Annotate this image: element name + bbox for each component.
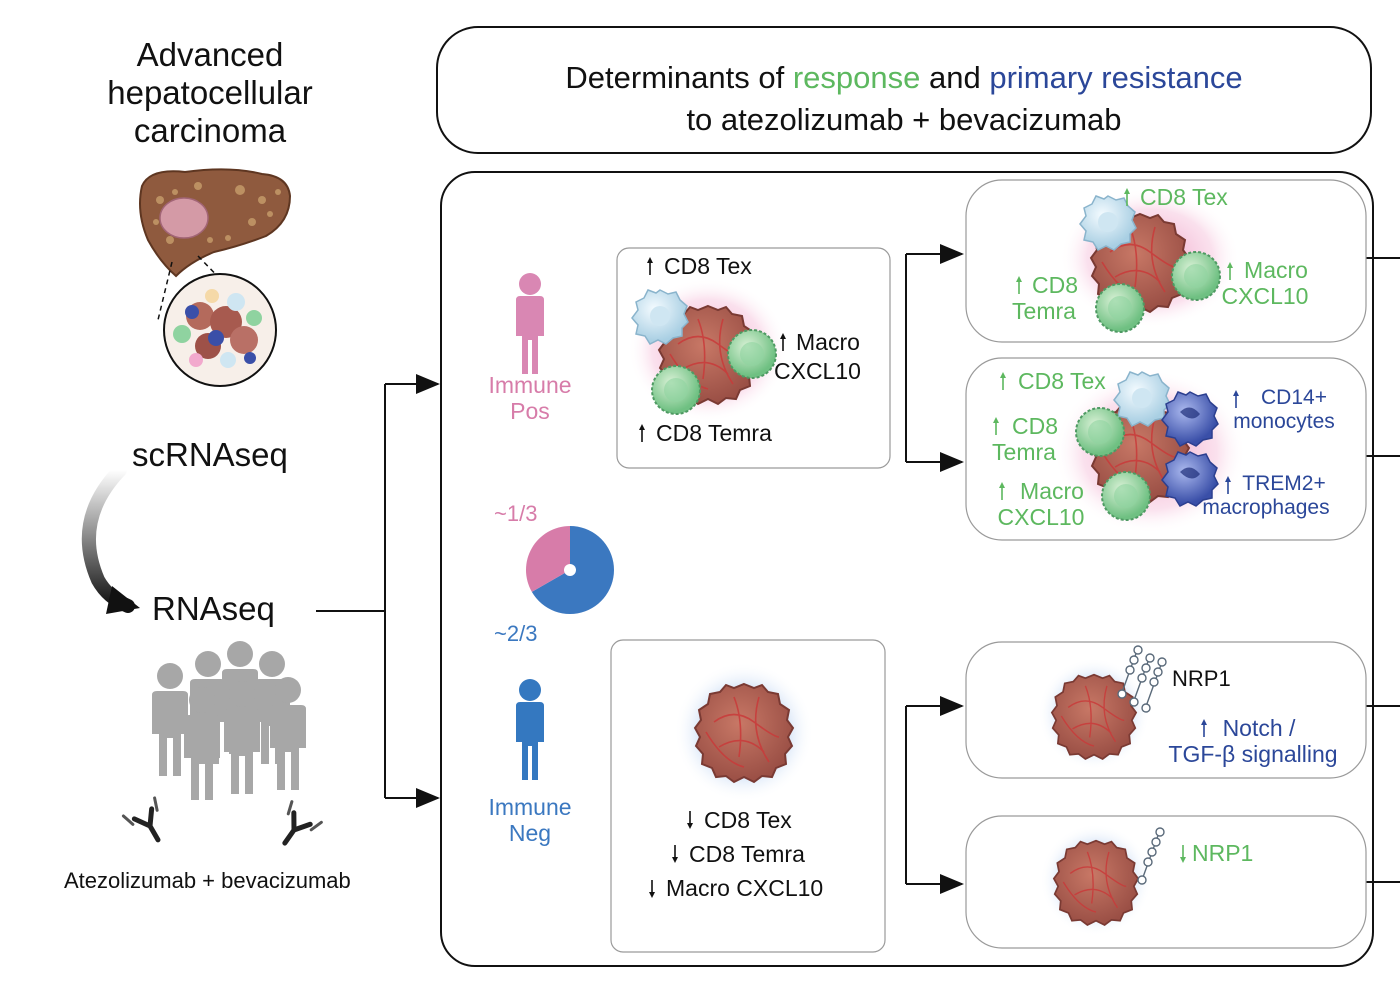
sub1-cxcl10: CXCL10 [1221,283,1309,310]
branch-connectors [316,244,1400,894]
neg-sub1-illustration [1038,645,1167,770]
sub2-cd14: CD14+ [1261,386,1327,409]
neg-sub1-nrp1: NRP1 [1172,666,1231,691]
liver-illustration [139,168,292,387]
pie-center [564,564,576,576]
sub2-monocytes: monocytes [1233,410,1335,434]
immune-neg-person-icon [516,679,544,780]
pos-fraction-label: ~1/3 [494,501,538,526]
scrnaseq-label: scRNAseq [132,436,288,473]
sub2-trem2-macrophages: TREM2+ macrophages [1192,472,1340,520]
main-container [440,171,1374,967]
patients-crowd-icon [152,641,306,800]
sub1-cd8temra: CD8 Temra [1004,272,1084,325]
antibody-icon [123,798,321,853]
neg-sub2-nrp1: NRP1 [1192,840,1254,866]
neg-cd8temra: CD8 Temra [689,841,805,867]
sub2-macrophages: macrophages [1202,496,1330,520]
immune-neg-line2: Neg [508,820,552,847]
pos-sub1-illustration [1060,188,1240,333]
pos-cd8temra: CD8 Temra [656,420,772,446]
header-mid: and [920,60,990,95]
header-title-line1: Determinants of response and primary res… [438,60,1370,96]
neg-sub2-box [965,815,1367,949]
sub2-cd14-monocytes: CD14+ monocytes [1224,386,1344,434]
drug-label: Atezolizumab + bevacizumab [64,868,351,893]
pie-slice-pos [525,526,570,592]
pos-tumor-illustration [628,278,788,422]
sub2-temra: Temra [992,439,1056,466]
sub2-macro: Macro [1020,478,1084,504]
cancer-title-line3: carcinoma [133,111,287,149]
sub1-macro: Macro [1244,257,1308,283]
sub2-cd8: CD8 [1011,413,1058,439]
header-title-line2: to atezolizumab + bevacizumab [686,102,1122,137]
neg-cd8tex: CD8 Tex [704,807,792,833]
pos-cd8tex: CD8 Tex [664,253,752,279]
sub1-cd8tex: CD8 Tex [1140,184,1228,210]
pos-macro: Macro [796,329,860,355]
neg-sub1-notch-line1: Notch / [1222,715,1296,741]
cancer-title-line2: hepatocellular [107,73,313,111]
neg-sub2-illustration [1040,824,1165,936]
sub2-cd8tex: CD8 Tex [1018,368,1106,394]
sub1-cd8: CD8 [1031,272,1078,298]
immune-pos-line1: Immune [488,372,572,398]
neg-macro-cxcl10: Macro CXCL10 [666,875,824,901]
header-resistance: primary resistance [989,60,1243,95]
sub2-cxcl10: CXCL10 [997,504,1085,531]
immune-neg-line1: Immune [488,794,572,820]
sub2-trem2: TREM2+ [1242,472,1326,495]
neg-fraction-label: ~2/3 [494,621,538,646]
immune-pos-person-icon [516,273,544,374]
immune-neg-label: Immune Neg [470,794,590,847]
pos-sub2-illustration [1054,370,1246,534]
neg-sub1-notch: Notch / TGF-β signalling [1158,715,1348,768]
header-box: Determinants of response and primary res… [436,26,1372,154]
rnaseq-label: RNAseq [152,590,275,627]
fraction-pie [525,526,614,614]
immune-pos-label: Immune Pos [470,372,590,425]
sub1-macro-cxcl10: Macro CXCL10 [1212,257,1318,310]
neg-tumor-illustration [674,662,814,802]
immune-pos-line2: Pos [510,398,550,425]
sub1-temra: Temra [1012,298,1076,325]
sub2-macro-cxcl10: Macro CXCL10 [988,478,1094,531]
cancer-title-line1: Advanced [136,36,284,73]
neg-sub1-notch-line2: TGF-β signalling [1168,741,1338,768]
header-pre: Determinants of [565,60,793,95]
cancer-title: Advanced hepatocellular carcinoma [60,36,360,150]
sub2-cd8temra: CD8 Temra [984,413,1064,466]
pos-cxcl10: CXCL10 [774,358,861,384]
header-response: response [792,60,921,95]
curved-arrow [81,463,135,613]
